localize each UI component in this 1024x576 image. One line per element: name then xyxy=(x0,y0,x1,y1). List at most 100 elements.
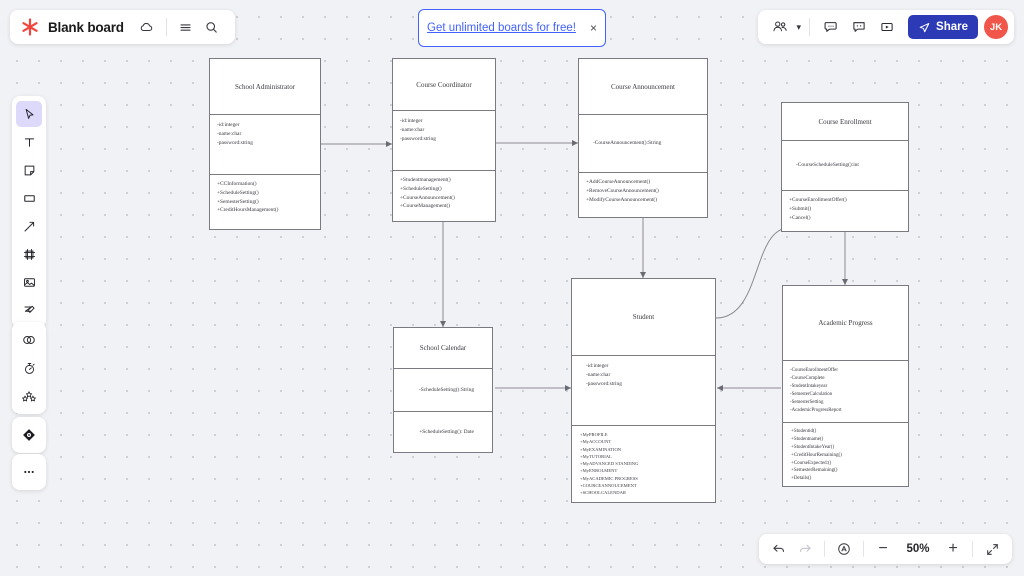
templates-tool[interactable] xyxy=(16,327,42,353)
class-operations-student: +MyPROFILE +MyACCOUNT +MyEXAMINATION +My… xyxy=(572,425,715,502)
more-toolbar xyxy=(12,454,46,490)
operation: +Studentmanagement() xyxy=(400,177,451,183)
operation: +Studentname() xyxy=(791,436,824,442)
smart-diagram-toolbar xyxy=(12,417,46,453)
miro-star-icon[interactable] xyxy=(20,17,40,37)
operation: +MyPROFILE xyxy=(580,432,608,437)
circled-a-icon[interactable] xyxy=(832,537,856,561)
class-attributes-course-announcement: -CourseAnnouncement():String xyxy=(579,114,707,172)
attribute: -StudentIntakeyear xyxy=(790,383,828,389)
operation: +CreditHoursManagement() xyxy=(217,207,279,214)
chat-icon[interactable] xyxy=(846,14,872,40)
uml-class-course-announcement[interactable]: Course Announcement -CourseAnnouncement(… xyxy=(578,58,708,218)
redo-icon[interactable] xyxy=(793,537,817,561)
pen-tool[interactable] xyxy=(16,297,42,323)
operation: +StudentIntakeYear() xyxy=(791,444,835,450)
class-name-course-coordinator: Course Coordinator xyxy=(416,80,472,89)
hamburger-menu-icon[interactable] xyxy=(173,14,199,40)
divider xyxy=(863,541,864,557)
zoom-level[interactable]: 50% xyxy=(906,543,930,555)
operation: +ScheduleSetting(): Date xyxy=(419,428,474,435)
sticky-note-tool[interactable] xyxy=(16,157,42,183)
uml-class-course-enrollment[interactable]: Course Enrollment -CourseScheduleSetting… xyxy=(781,102,909,232)
attribute: -id:integer xyxy=(400,118,423,124)
more-tools[interactable] xyxy=(16,459,42,485)
timer-tool[interactable] xyxy=(16,355,42,381)
attribute: -id:integer xyxy=(217,122,240,128)
operation: +Studentid() xyxy=(791,429,817,434)
uml-class-school-administrator[interactable]: School Administrator -id:integer -name:c… xyxy=(209,58,321,230)
promo-banner: Get unlimited boards for free! × xyxy=(418,9,606,47)
undo-icon[interactable] xyxy=(767,537,791,561)
board-header: Blank board xyxy=(10,10,235,44)
people-icon[interactable] xyxy=(768,14,794,40)
attribute: -SemesterSetting xyxy=(790,399,824,405)
upload-tool[interactable] xyxy=(16,269,42,295)
attribute: -name:char xyxy=(400,126,425,133)
comment-icon[interactable] xyxy=(818,14,844,40)
operation: +MyACCOUNT xyxy=(580,439,612,445)
operation: +SemesterSetting() xyxy=(217,198,259,205)
smart-diagram-tool[interactable] xyxy=(16,422,42,448)
promo-link[interactable]: Get unlimited boards for free! xyxy=(427,22,576,34)
search-icon[interactable] xyxy=(199,14,225,40)
chevron-down-icon[interactable]: ▾ xyxy=(796,21,802,32)
present-icon[interactable] xyxy=(874,14,900,40)
attribute: -password:string xyxy=(400,135,436,142)
select-tool[interactable] xyxy=(16,101,42,127)
divider xyxy=(972,541,973,557)
attribute: -password:string xyxy=(586,380,622,387)
page-title[interactable]: Blank board xyxy=(48,19,124,35)
uml-class-course-coordinator[interactable]: Course Coordinator -id:integer -name:cha… xyxy=(392,58,496,222)
fit-to-screen-icon[interactable] xyxy=(980,537,1004,561)
attribute: -name:char xyxy=(586,371,611,378)
operation: +MyENROLMENT xyxy=(580,468,618,474)
creation-toolbar xyxy=(12,96,46,328)
attribute: -CourseAnnouncement():String xyxy=(593,140,662,147)
zoom-in-button[interactable]: + xyxy=(948,540,958,557)
attribute: -password:string xyxy=(217,139,253,146)
operation: +ScheduleSetting() xyxy=(217,189,259,196)
class-name-course-announcement: Course Announcement xyxy=(611,82,675,91)
operation: +RemoveCourseAnnouncement() xyxy=(586,187,659,194)
attribute: -name:char xyxy=(217,130,242,137)
uml-class-student[interactable]: Student -id:integer -name:char -password… xyxy=(571,278,716,503)
class-attributes-course-enrollment: -CourseScheduleSetting():int xyxy=(782,140,908,190)
attribute: -AcademicProgressReport xyxy=(790,407,842,413)
operation: +MyADVANCED STANDING xyxy=(580,461,639,466)
class-attributes-student: -id:integer -name:char -password:string xyxy=(572,355,715,425)
text-tool[interactable] xyxy=(16,129,42,155)
operation: +ModifyCourseAnnouncement() xyxy=(586,196,658,203)
apps-tool[interactable] xyxy=(16,383,42,409)
uml-class-academic-progress[interactable]: Academic Progress -CourseEnrollmentOffer… xyxy=(782,285,909,487)
shapes-tool[interactable] xyxy=(16,185,42,211)
operation: +Cancel() xyxy=(789,214,811,221)
divider xyxy=(809,18,811,36)
connector-student-to-enrollment xyxy=(715,227,790,319)
attribute: -CourseEnrollmentOffer xyxy=(790,368,838,373)
close-icon[interactable]: × xyxy=(589,21,597,35)
zoom-out-button[interactable]: − xyxy=(878,540,888,557)
operation: +AddCourseAnnouncement() xyxy=(586,179,651,185)
operation: +CourseEnrollmentOffer() xyxy=(789,197,847,203)
class-operations-school-administrator: +CCInformation() +ScheduleSetting() +Sem… xyxy=(210,174,320,230)
attribute: -CourseComplete xyxy=(790,375,825,381)
class-operations-school-calendar: +ScheduleSetting(): Date xyxy=(394,411,492,452)
uml-class-school-calendar[interactable]: School Calendar -ScheduleSetting():Strin… xyxy=(393,327,493,453)
divider xyxy=(165,18,167,36)
operation: +SCHOOLCALENDAR xyxy=(580,490,626,495)
class-operations-academic-progress: +Studentid() +Studentname() +StudentInta… xyxy=(783,422,908,486)
frame-tool[interactable] xyxy=(16,241,42,267)
cloud-saved-icon[interactable] xyxy=(134,14,160,40)
extras-toolbar xyxy=(12,322,46,414)
attribute: -SemesterCalculation xyxy=(790,391,833,397)
operation: +CourseManagement() xyxy=(400,203,451,210)
connector-tool[interactable] xyxy=(16,213,42,239)
divider xyxy=(824,541,825,557)
avatar[interactable]: JK xyxy=(984,15,1008,39)
class-name-school-calendar: School Calendar xyxy=(419,344,467,352)
operation: +MyEXAMINATION xyxy=(580,446,622,452)
board-actions: ▾ Share JK xyxy=(757,10,1014,44)
class-attributes-school-administrator: -id:integer -name:char -password:string xyxy=(210,114,320,174)
share-button[interactable]: Share xyxy=(908,15,978,39)
